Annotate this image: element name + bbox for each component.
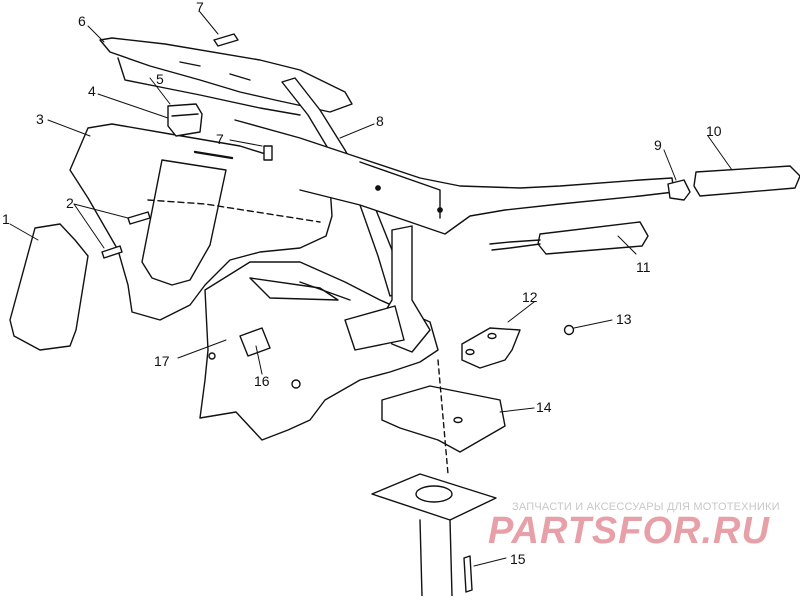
part-16-bushing [239,327,271,357]
callout-8: 8 [376,113,384,129]
callout-16: 16 [254,373,270,389]
callout-13: 13 [616,311,632,327]
part-12-upper-clamp [461,327,521,369]
watermark-tagline: ЗАПЧАСТИ И АКСЕССУАРЫ ДЛЯ МОТОТЕХНИКИ [512,501,780,513]
steering-stem-plate [371,359,497,597]
throttle-post [344,225,431,353]
callout-1: 1 [2,211,10,227]
callout-12: 12 [522,289,538,305]
part-3-headlight-pod [69,123,333,321]
callout-15: 15 [510,551,526,567]
callout-17: 17 [154,353,170,369]
callout-6: 6 [78,13,86,29]
callout-2: 2 [66,195,74,211]
part-15-bolt [463,555,473,593]
callout-5: 5 [156,71,164,87]
part-13-nut [563,324,575,336]
part-10-grip [693,165,800,197]
part-6-top-cover [99,37,353,116]
callout-7-top: 7 [196,0,204,15]
callout-10: 10 [706,123,722,139]
part-5-switch [167,103,203,137]
callout-7-mid: 7 [216,131,224,147]
part-2-screws [101,211,151,259]
callout-11: 11 [636,259,651,275]
lower-frame [199,261,439,441]
callout-9: 9 [654,137,662,153]
part-9-end-plug [667,179,691,201]
watermark-logo: PARTSFOR.RU [488,510,770,552]
part-11-grip [489,221,649,255]
callout-3: 3 [36,111,44,127]
leader-lines [9,11,733,567]
part-7-screw-top [213,33,239,47]
part-1-cover [9,223,89,351]
callout-14: 14 [536,399,552,415]
callout-4: 4 [88,83,96,99]
part-7-screw-mid [263,145,273,161]
